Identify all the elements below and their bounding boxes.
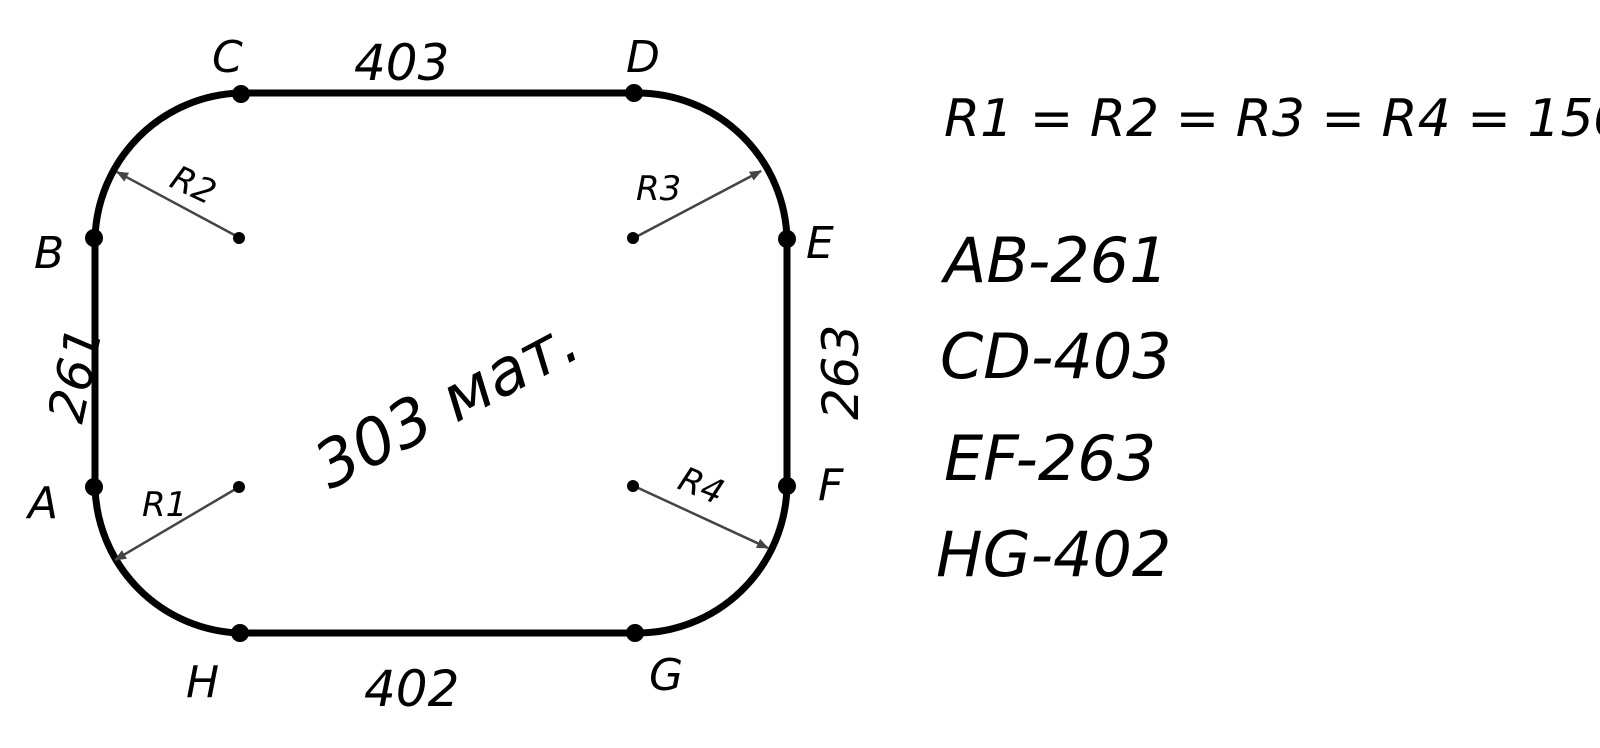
point-label-a: A <box>25 478 58 529</box>
dimension-bottom: 402 <box>364 660 459 718</box>
legend-line-ab: AB-261 <box>940 224 1169 297</box>
radius-label-r3: R3 <box>636 169 681 209</box>
radius-arrow-r2 <box>116 170 241 240</box>
radius-arrow-r1 <box>114 485 240 562</box>
point-label-h: H <box>186 657 219 708</box>
center-dot-r3 <box>627 232 639 244</box>
point-label-f: F <box>818 460 844 511</box>
center-dot-r2 <box>233 232 245 244</box>
point-dot-a <box>85 478 103 496</box>
point-label-d: D <box>626 32 660 83</box>
point-dot-d <box>625 84 643 102</box>
dimension-right: 263 <box>812 325 870 420</box>
radius-label-r2: R2 <box>164 158 222 213</box>
point-dot-f <box>778 477 796 495</box>
center-dot-r4 <box>627 480 639 492</box>
point-label-c: C <box>212 32 243 83</box>
radius-arrow-r3 <box>633 169 762 240</box>
point-dot-c <box>232 85 250 103</box>
point-dot-h <box>231 624 249 642</box>
legend-line-ef: EF-263 <box>944 422 1156 495</box>
dimension-top: 403 <box>354 34 449 92</box>
legend-radius-equation: R1 = R2 = R3 = R4 = 150 <box>944 89 1600 149</box>
radius-label-r4: R4 <box>673 459 730 513</box>
legend-line-cd: CD-403 <box>940 320 1172 393</box>
center-note: 303 мат. <box>303 304 592 504</box>
point-dot-g <box>626 624 644 642</box>
point-label-g: G <box>649 650 683 701</box>
legend-line-hg: HG-402 <box>936 518 1171 591</box>
radius-label-r1: R1 <box>142 485 187 525</box>
dimension-left: 261 <box>37 322 114 427</box>
center-dot-r1 <box>233 481 245 493</box>
point-label-b: B <box>34 228 64 279</box>
point-label-e: E <box>806 218 834 269</box>
point-dot-e <box>778 230 796 248</box>
point-dot-b <box>85 229 103 247</box>
radius-arrow-r4 <box>633 484 769 550</box>
